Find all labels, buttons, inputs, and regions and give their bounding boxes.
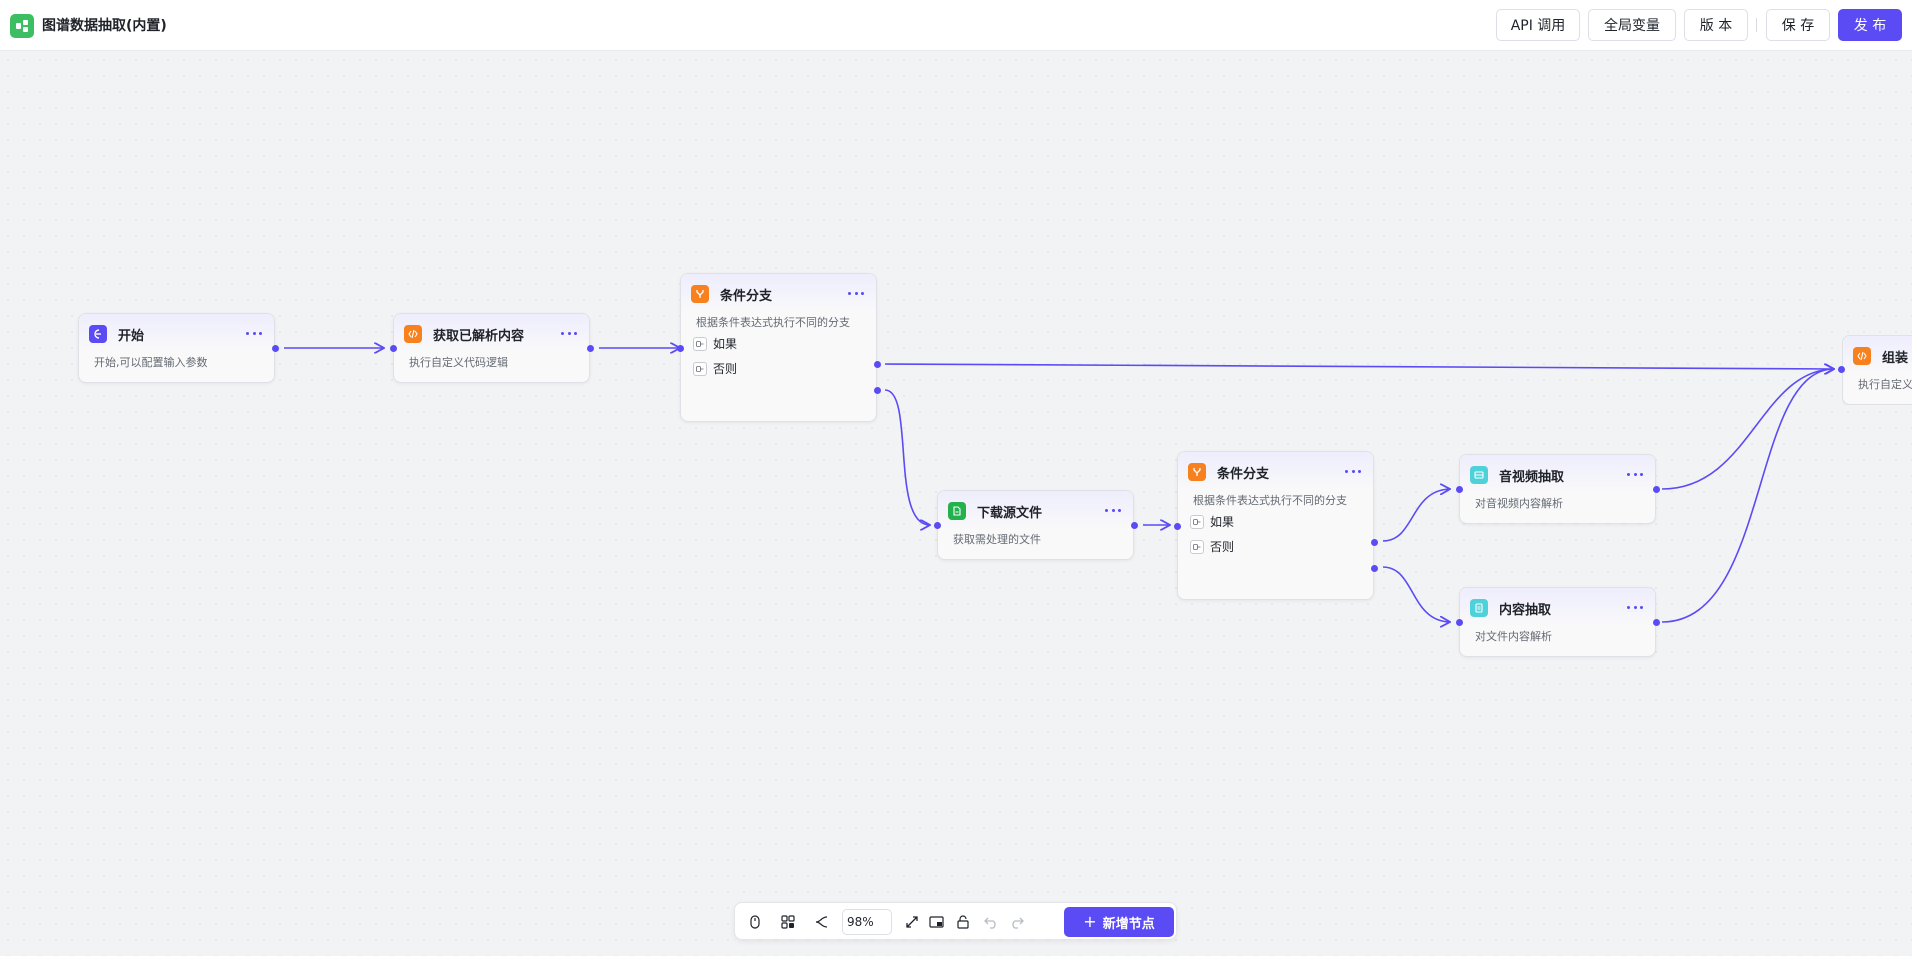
branch-if[interactable]: 如果 <box>1178 509 1373 534</box>
media-icon <box>1470 466 1488 484</box>
fit-view-icon[interactable] <box>902 912 922 932</box>
api-call-button[interactable]: API 调用 <box>1496 9 1580 41</box>
more-options-icon[interactable] <box>1345 465 1361 477</box>
condition-icon <box>693 361 707 376</box>
node-condition-branch-1[interactable]: 条件分支 根据条件表达式执行不同的分支 如果 否则 <box>677 273 881 422</box>
node-title: 下载源文件 <box>977 506 1043 521</box>
more-options-icon[interactable] <box>1627 468 1643 480</box>
node-title: 获取已解析内容 <box>433 329 525 344</box>
edge-av-to-assemble[interactable] <box>1661 369 1834 490</box>
node-title: 开始 <box>118 329 145 344</box>
input-handle[interactable] <box>934 522 941 529</box>
node-description: 根据条件表达式执行不同的分支 <box>696 316 850 329</box>
node-description: 开始,可以配置输入参数 <box>94 356 208 369</box>
app-title: 图谱数据抽取(内置) <box>42 18 167 34</box>
lock-icon[interactable] <box>953 912 973 932</box>
else-output-handle[interactable] <box>874 387 881 394</box>
if-output-handle[interactable] <box>1371 539 1378 546</box>
mouse-mode-icon[interactable] <box>745 912 765 932</box>
assemble-input-handle[interactable] <box>1838 366 1845 373</box>
node-condition-branch-2[interactable]: 条件分支 根据条件表达式执行不同的分支 如果 否则 <box>1174 451 1378 600</box>
node-get-parsed-content[interactable]: 获取已解析内容 执行自定义代码逻辑 <box>390 313 594 383</box>
branch-else[interactable]: 否则 <box>681 356 876 381</box>
node-assemble-clip: 组装 执行自定义 <box>1842 335 1912 405</box>
if-output-handle[interactable] <box>874 361 881 368</box>
node-description: 根据条件表达式执行不同的分支 <box>1193 494 1347 507</box>
condition-icon <box>693 336 707 351</box>
node-description: 执行自定义 <box>1858 378 1912 391</box>
branch-if-label: 如果 <box>1210 515 1235 529</box>
input-handle[interactable] <box>1456 486 1463 493</box>
node-content-extract[interactable]: 内容抽取 对文件内容解析 <box>1456 587 1660 657</box>
more-options-icon[interactable] <box>1105 504 1121 516</box>
output-handle[interactable] <box>1653 619 1660 626</box>
redo-icon[interactable] <box>1007 912 1027 932</box>
edge-cond2-else-to-content[interactable] <box>1382 566 1450 622</box>
branch-icon <box>1188 463 1206 481</box>
publish-button[interactable]: 发 布 <box>1838 9 1902 41</box>
app-header: 图谱数据抽取(内置) API 调用 全局变量 版 本 保 存 发 布 <box>0 0 1912 51</box>
edge-cond1-if-to-assemble[interactable] <box>884 363 1834 369</box>
node-title: 内容抽取 <box>1499 603 1552 618</box>
canvas-toolbar: 98% + 新增节点 <box>734 902 1177 940</box>
branch-if-label: 如果 <box>713 337 738 351</box>
code-icon <box>404 325 422 343</box>
zoom-level-input[interactable]: 98% <box>842 909 892 935</box>
start-icon <box>89 325 107 343</box>
save-button[interactable]: 保 存 <box>1766 9 1830 41</box>
add-node-label: 新增节点 <box>1102 916 1155 932</box>
output-handle[interactable] <box>272 345 279 352</box>
document-icon <box>1470 599 1488 617</box>
condition-icon <box>1190 539 1204 554</box>
branch-if[interactable]: 如果 <box>681 331 876 356</box>
node-av-extract[interactable]: 音视频抽取 对音视频内容解析 <box>1456 454 1660 524</box>
branch-else-label: 否则 <box>1210 540 1235 554</box>
node-description: 对音视频内容解析 <box>1475 497 1563 510</box>
global-variables-button[interactable]: 全局变量 <box>1588 9 1676 41</box>
add-node-button[interactable]: + 新增节点 <box>1064 907 1174 937</box>
output-handle[interactable] <box>1653 486 1660 493</box>
node-description: 对文件内容解析 <box>1475 630 1552 643</box>
more-options-icon[interactable] <box>848 287 864 299</box>
node-start[interactable]: 开始 开始,可以配置输入参数 <box>78 313 279 383</box>
branch-else[interactable]: 否则 <box>1178 534 1373 559</box>
file-icon <box>948 502 966 520</box>
node-description: 执行自定义代码逻辑 <box>409 356 508 369</box>
node-title: 音视频抽取 <box>1499 470 1565 485</box>
node-title: 条件分支 <box>1217 467 1270 482</box>
branch-else-label: 否则 <box>713 362 738 376</box>
node-description: 获取需处理的文件 <box>953 533 1041 546</box>
input-handle[interactable] <box>677 345 684 352</box>
more-options-icon[interactable] <box>1627 601 1643 613</box>
zoom-value: 98% <box>847 915 874 929</box>
input-handle[interactable] <box>390 345 397 352</box>
output-handle[interactable] <box>587 345 594 352</box>
node-assemble[interactable]: 组装 执行自定义 <box>1842 335 1912 405</box>
edge-cond2-if-to-av[interactable] <box>1382 489 1450 542</box>
input-handle[interactable] <box>1174 523 1181 530</box>
condition-icon <box>1190 514 1204 529</box>
undo-icon[interactable] <box>981 912 1001 932</box>
node-title: 条件分支 <box>720 289 773 304</box>
edge-cond1-else-to-download[interactable] <box>884 389 930 525</box>
else-output-handle[interactable] <box>1371 565 1378 572</box>
minimap-icon[interactable] <box>927 912 947 932</box>
app-logo-icon <box>10 14 34 38</box>
plus-icon: + <box>1083 912 1097 931</box>
code-icon <box>1853 347 1871 365</box>
auto-layout-icon[interactable] <box>778 912 798 932</box>
node-download-source-file[interactable]: 下载源文件 获取需处理的文件 <box>934 490 1138 560</box>
more-options-icon[interactable] <box>246 327 262 339</box>
more-options-icon[interactable] <box>561 327 577 339</box>
version-button[interactable]: 版 本 <box>1684 9 1748 41</box>
input-handle[interactable] <box>1456 619 1463 626</box>
branch-icon <box>691 285 709 303</box>
node-title: 组装 <box>1882 351 1909 366</box>
edge-style-icon[interactable] <box>811 912 831 932</box>
header-divider <box>1756 18 1757 32</box>
output-handle[interactable] <box>1131 522 1138 529</box>
edge-content-to-assemble[interactable] <box>1661 369 1834 623</box>
